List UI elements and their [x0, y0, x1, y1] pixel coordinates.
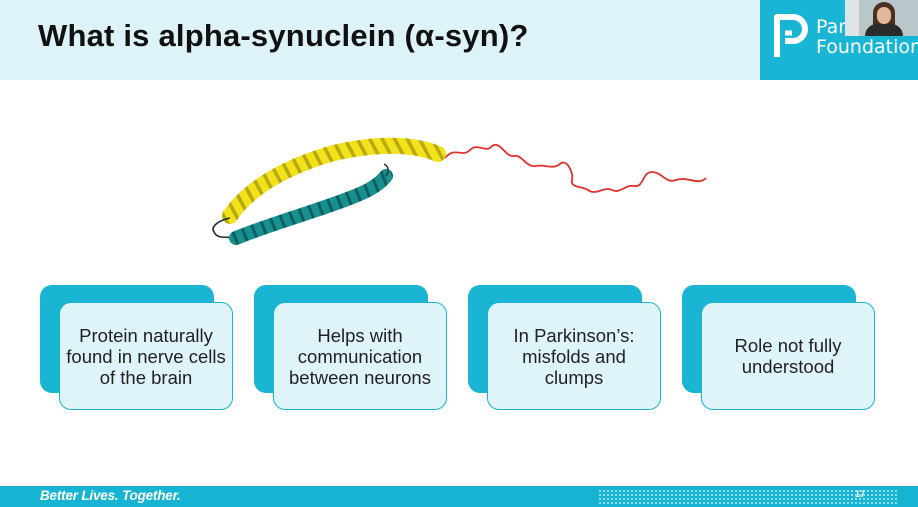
- presenter-webcam-video: [845, 0, 918, 36]
- info-card-4: Role not fully understood: [682, 285, 877, 415]
- red-random-coil: [444, 143, 707, 193]
- yellow-alpha-helix: [222, 137, 446, 224]
- info-card-1: Protein naturally found in nerve cells o…: [40, 285, 235, 415]
- info-card-1-text: Protein naturally found in nerve cells o…: [59, 302, 233, 410]
- slide-title: What is alpha-synuclein (α-syn)?: [38, 18, 529, 53]
- p-logo-icon: [774, 14, 808, 57]
- slide-page-number: 17: [855, 489, 866, 499]
- info-card-2: Helps with communication between neurons: [254, 285, 449, 415]
- info-card-3: In Parkinson’s: misfolds and clumps: [468, 285, 663, 415]
- alpha-synuclein-protein-structure: [212, 137, 707, 245]
- footer-tagline: Better Lives. Together.: [40, 488, 181, 503]
- dark-linker-loop: [212, 217, 237, 239]
- teal-alpha-helix: [229, 169, 393, 245]
- info-card-2-text: Helps with communication between neurons: [273, 302, 447, 410]
- logo-text-line2: Foundation: [816, 36, 918, 58]
- info-card-4-text: Role not fully understood: [701, 302, 875, 410]
- info-card-3-text: In Parkinson’s: misfolds and clumps: [487, 302, 661, 410]
- teal-helix-tail: [383, 163, 389, 177]
- footer-dot-pattern: [598, 489, 898, 505]
